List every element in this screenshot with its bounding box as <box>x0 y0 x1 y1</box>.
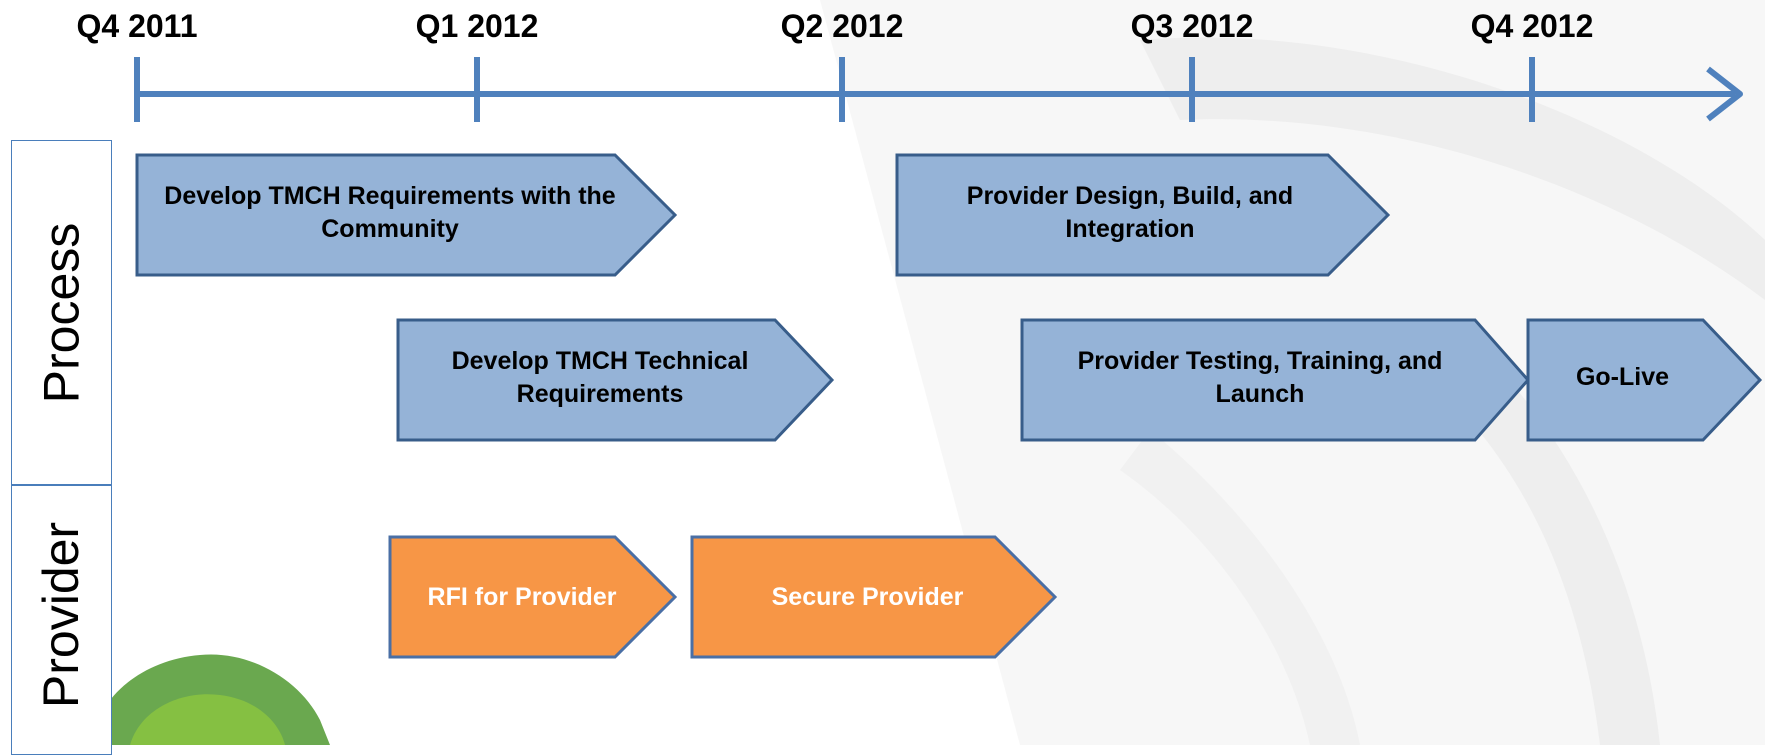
task-develop-tmch-requirements-label: Develop TMCH Requirements with the Commu… <box>164 182 616 243</box>
task-provider-testing-training-launch-label: Provider Testing, Training, and Launch <box>1077 347 1443 408</box>
task-secure-provider-label: Secure Provider <box>771 583 964 612</box>
task-chevron <box>388 535 678 659</box>
task-chevron <box>690 535 1058 659</box>
provider-lane-box <box>11 485 112 755</box>
task-chevron <box>135 153 678 277</box>
quarter-label: Q4 2011 <box>76 8 198 44</box>
task-chevron <box>396 318 835 442</box>
task-rfi-for-provider-label: RFI for Provider <box>427 583 617 612</box>
quarter-label: Q4 2012 <box>1470 8 1594 44</box>
task-develop-tmch-technical-requirements-label: Develop TMCH Technical Requirements <box>451 347 749 408</box>
quarter-label: Q3 2012 <box>1130 8 1254 44</box>
axis-arrowhead <box>1706 66 1743 122</box>
process-lane-box <box>11 140 112 485</box>
logo-leaf <box>92 654 330 745</box>
task-chevron <box>895 153 1391 277</box>
task-chevron <box>1526 318 1763 442</box>
quarter-label: Q1 2012 <box>415 8 539 44</box>
task-provider-design-build-integration-label: Provider Design, Build, and Integration <box>966 182 1294 243</box>
task-chevron <box>1020 318 1531 442</box>
quarter-label: Q2 2012 <box>780 8 904 44</box>
task-go-live-label: Go-Live <box>1575 363 1670 392</box>
